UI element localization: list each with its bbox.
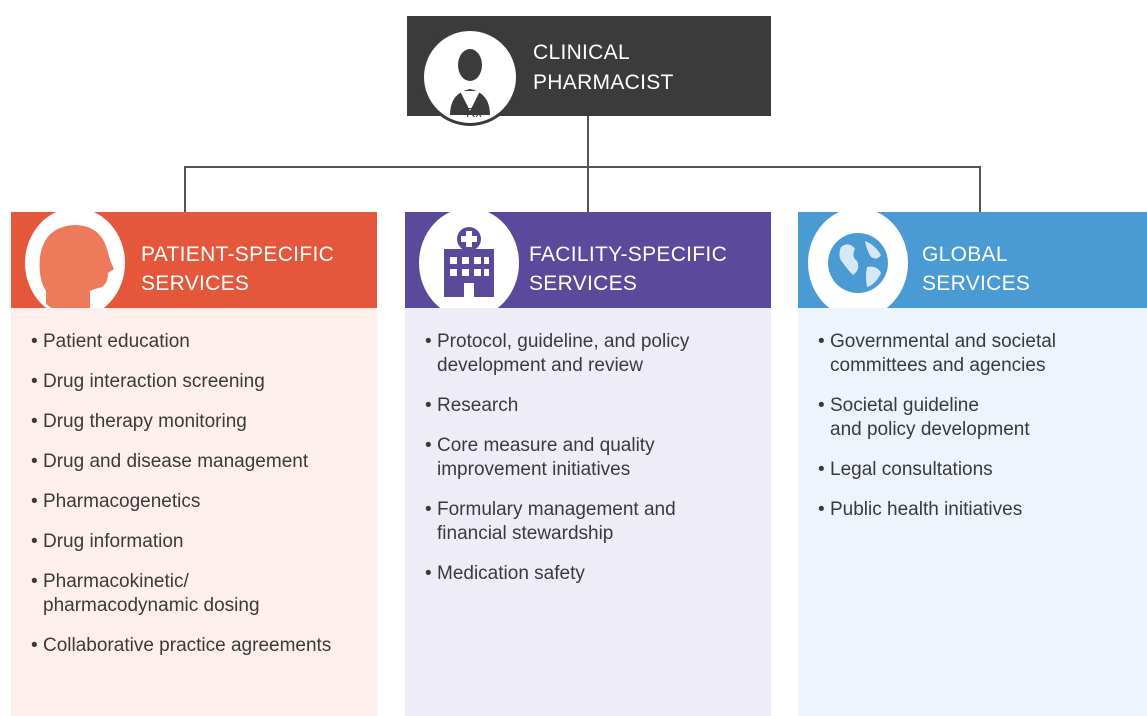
list-item: Pharmacokinetic/ pharmacodynamic dosing bbox=[31, 570, 377, 618]
patient-specific-panel: Patient education Drug interaction scree… bbox=[11, 308, 377, 716]
patient-specific-header: PATIENT-SPECIFIC SERVICES bbox=[11, 208, 377, 318]
facility-specific-header: FACILITY-SPECIFIC SERVICES bbox=[405, 208, 771, 318]
patient-specific-list: Patient education Drug interaction scree… bbox=[11, 308, 377, 658]
list-item: Drug information bbox=[31, 530, 377, 554]
list-item: Drug therapy monitoring bbox=[31, 410, 377, 434]
hospital-building-icon bbox=[419, 208, 519, 318]
global-services-list: Governmental and societal committees and… bbox=[798, 308, 1147, 522]
global-services-title: GLOBAL SERVICES bbox=[922, 243, 1031, 295]
list-item: Protocol, guideline, and policy developm… bbox=[425, 330, 771, 378]
list-item: Governmental and societal committees and… bbox=[818, 330, 1147, 378]
list-item: Public health initiatives bbox=[818, 498, 1147, 522]
list-item: Medication safety bbox=[425, 562, 771, 586]
rx-label: Rx bbox=[466, 105, 482, 120]
list-item: Drug interaction screening bbox=[31, 370, 377, 394]
globe-icon bbox=[808, 208, 908, 318]
list-item: Formulary management and financial stewa… bbox=[425, 498, 771, 546]
list-item: Legal consultations bbox=[818, 458, 1147, 482]
facility-specific-list: Protocol, guideline, and policy developm… bbox=[405, 308, 771, 586]
list-item: Drug and disease management bbox=[31, 450, 377, 474]
patient-specific-title: PATIENT-SPECIFIC SERVICES bbox=[141, 243, 335, 295]
clinical-pharmacist-title: CLINICAL PHARMACIST bbox=[533, 41, 674, 94]
head-silhouette-icon bbox=[25, 208, 125, 318]
list-item: Collaborative practice agreements bbox=[31, 634, 377, 658]
global-services-header: GLOBAL SERVICES bbox=[798, 208, 1147, 318]
list-item: Core measure and quality improvement ini… bbox=[425, 434, 771, 482]
facility-specific-title: FACILITY-SPECIFIC SERVICES bbox=[529, 243, 728, 295]
clinical-pharmacist-box: Rx CLINICAL PHARMACIST bbox=[407, 16, 771, 126]
pharmacist-icon: Rx bbox=[421, 28, 519, 126]
list-item: Pharmacogenetics bbox=[31, 490, 377, 514]
list-item: Research bbox=[425, 394, 771, 418]
list-item: Societal guideline and policy developmen… bbox=[818, 394, 1147, 442]
global-services-panel: Governmental and societal committees and… bbox=[798, 308, 1147, 716]
list-item: Patient education bbox=[31, 330, 377, 354]
facility-specific-panel: Protocol, guideline, and policy developm… bbox=[405, 308, 771, 716]
